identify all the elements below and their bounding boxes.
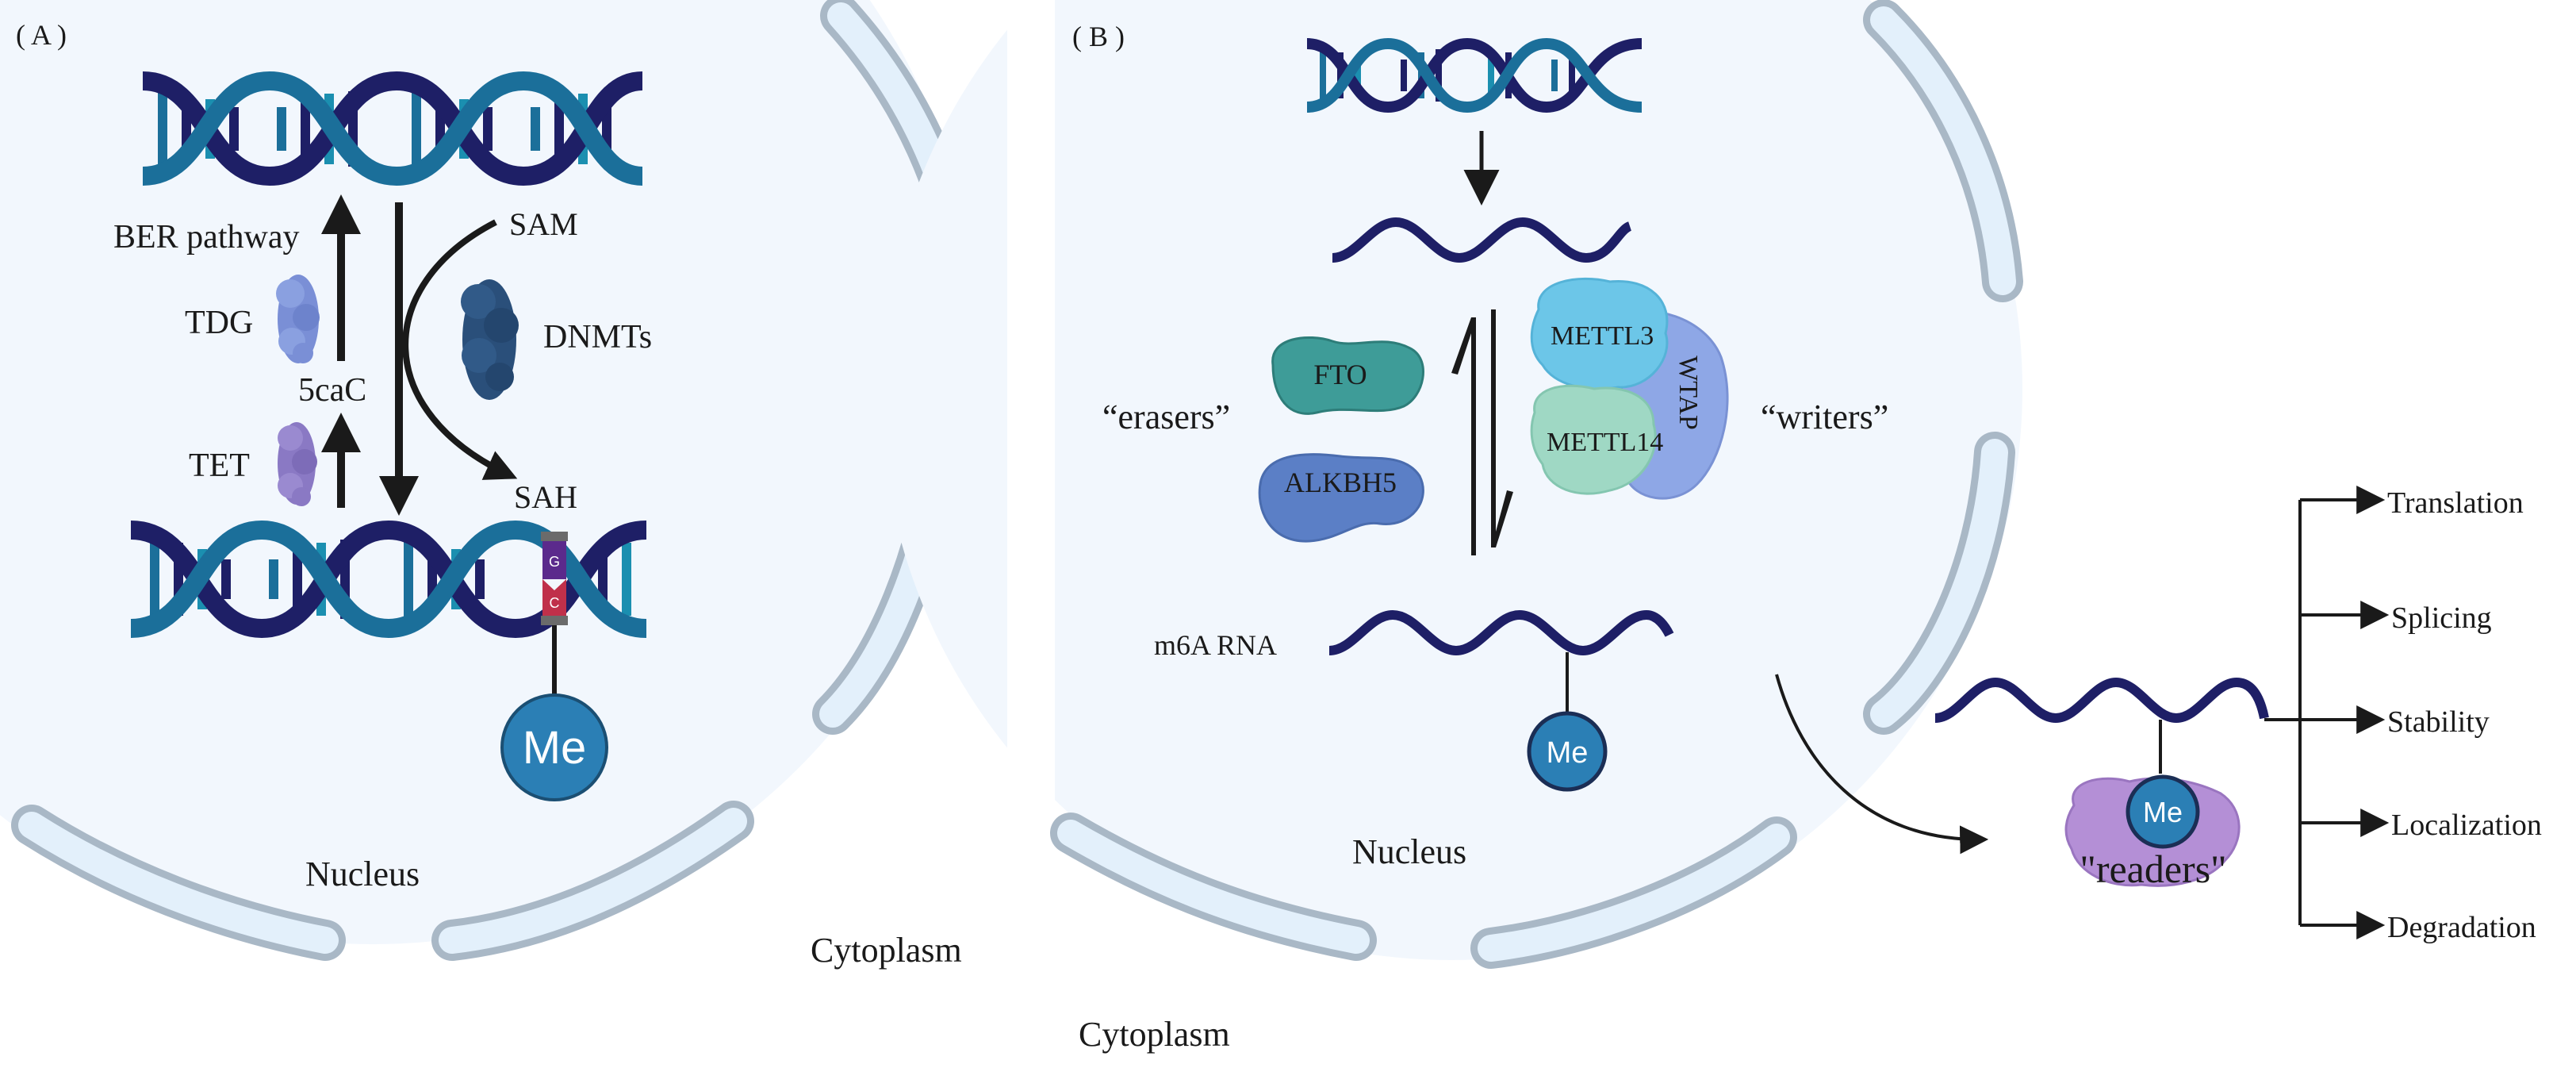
cytoplasm-label-a: Cytoplasm (811, 931, 962, 970)
outcome-stability: Stability (2387, 705, 2490, 739)
mettl3-label: METTL3 (1551, 321, 1654, 351)
m6a-methyl-circle (1527, 711, 1608, 792)
nucleus-label-b: Nucleus (1352, 832, 1466, 871)
outcome-branches (2264, 486, 2390, 939)
outcome-localization: Localization (2391, 809, 2542, 842)
rna-strand-unmodified (1332, 217, 1632, 263)
tet-protein-icon (278, 422, 317, 506)
tdg-label: TDG (185, 305, 253, 341)
erasers-label: “erasers” (1102, 398, 1230, 436)
dna-helix-top (142, 71, 644, 186)
rna-strand-cytoplasm (1934, 677, 2269, 724)
alkbh5-label: ALKBH5 (1284, 467, 1397, 498)
mettl14-label: METTL14 (1547, 428, 1663, 457)
wtap-label: WTAP (1673, 355, 1703, 430)
writers-label: “writers” (1761, 398, 1888, 436)
cytoplasm-label-b: Cytoplasm (1079, 1015, 1230, 1054)
er-membranes-b (1050, 0, 2023, 969)
fto-protein-icon (1271, 336, 1424, 415)
reversible-arrows (1451, 309, 1513, 555)
writers-complex-icon (1530, 277, 1729, 500)
rna-strand-m6a (1328, 609, 1674, 656)
dna-helix-small (1306, 37, 1643, 113)
outcome-degradation: Degradation (2387, 911, 2536, 944)
sam-label: SAM (509, 206, 578, 242)
5cac-label: 5caC (298, 372, 366, 409)
methyl-circle (500, 693, 608, 801)
nucleus-b (880, 0, 2022, 960)
arrow-export (1775, 674, 1989, 855)
sah-label: SAH (514, 479, 577, 515)
reader-methyl-circle (2126, 774, 2200, 849)
gc-base-pair: G C (541, 532, 568, 625)
fto-label: FTO (1313, 359, 1367, 390)
readers-label: "readers" (2080, 847, 2226, 891)
reader-methyl-label: Me (2143, 796, 2183, 828)
arrow-sam-sah (402, 219, 518, 480)
tet-label: TET (189, 448, 250, 484)
panel-a: ( A ) (0, 0, 984, 970)
ber-pathway-label: BER pathway (113, 219, 299, 255)
panel-a-label: ( A ) (16, 19, 67, 51)
m6a-methyl-label: Me (1547, 736, 1589, 770)
nucleus-label-a: Nucleus (305, 855, 420, 893)
m6a-rna-label: m6A RNA (1154, 629, 1277, 661)
base-g-label: G (549, 554, 560, 570)
panel-b-label: ( B ) (1072, 21, 1125, 52)
outcome-splicing: Splicing (2391, 601, 2492, 635)
dnmts-label: DNMTs (543, 319, 652, 355)
base-c-label: C (550, 595, 560, 611)
outcome-translation: Translation (2387, 486, 2524, 520)
dnmts-protein-icon (461, 279, 519, 400)
tdg-protein-icon (276, 275, 320, 363)
panel-b: ( B ) Me (880, 0, 2542, 1068)
alkbh5-protein-icon (1258, 453, 1424, 543)
methyl-label: Me (523, 722, 587, 774)
